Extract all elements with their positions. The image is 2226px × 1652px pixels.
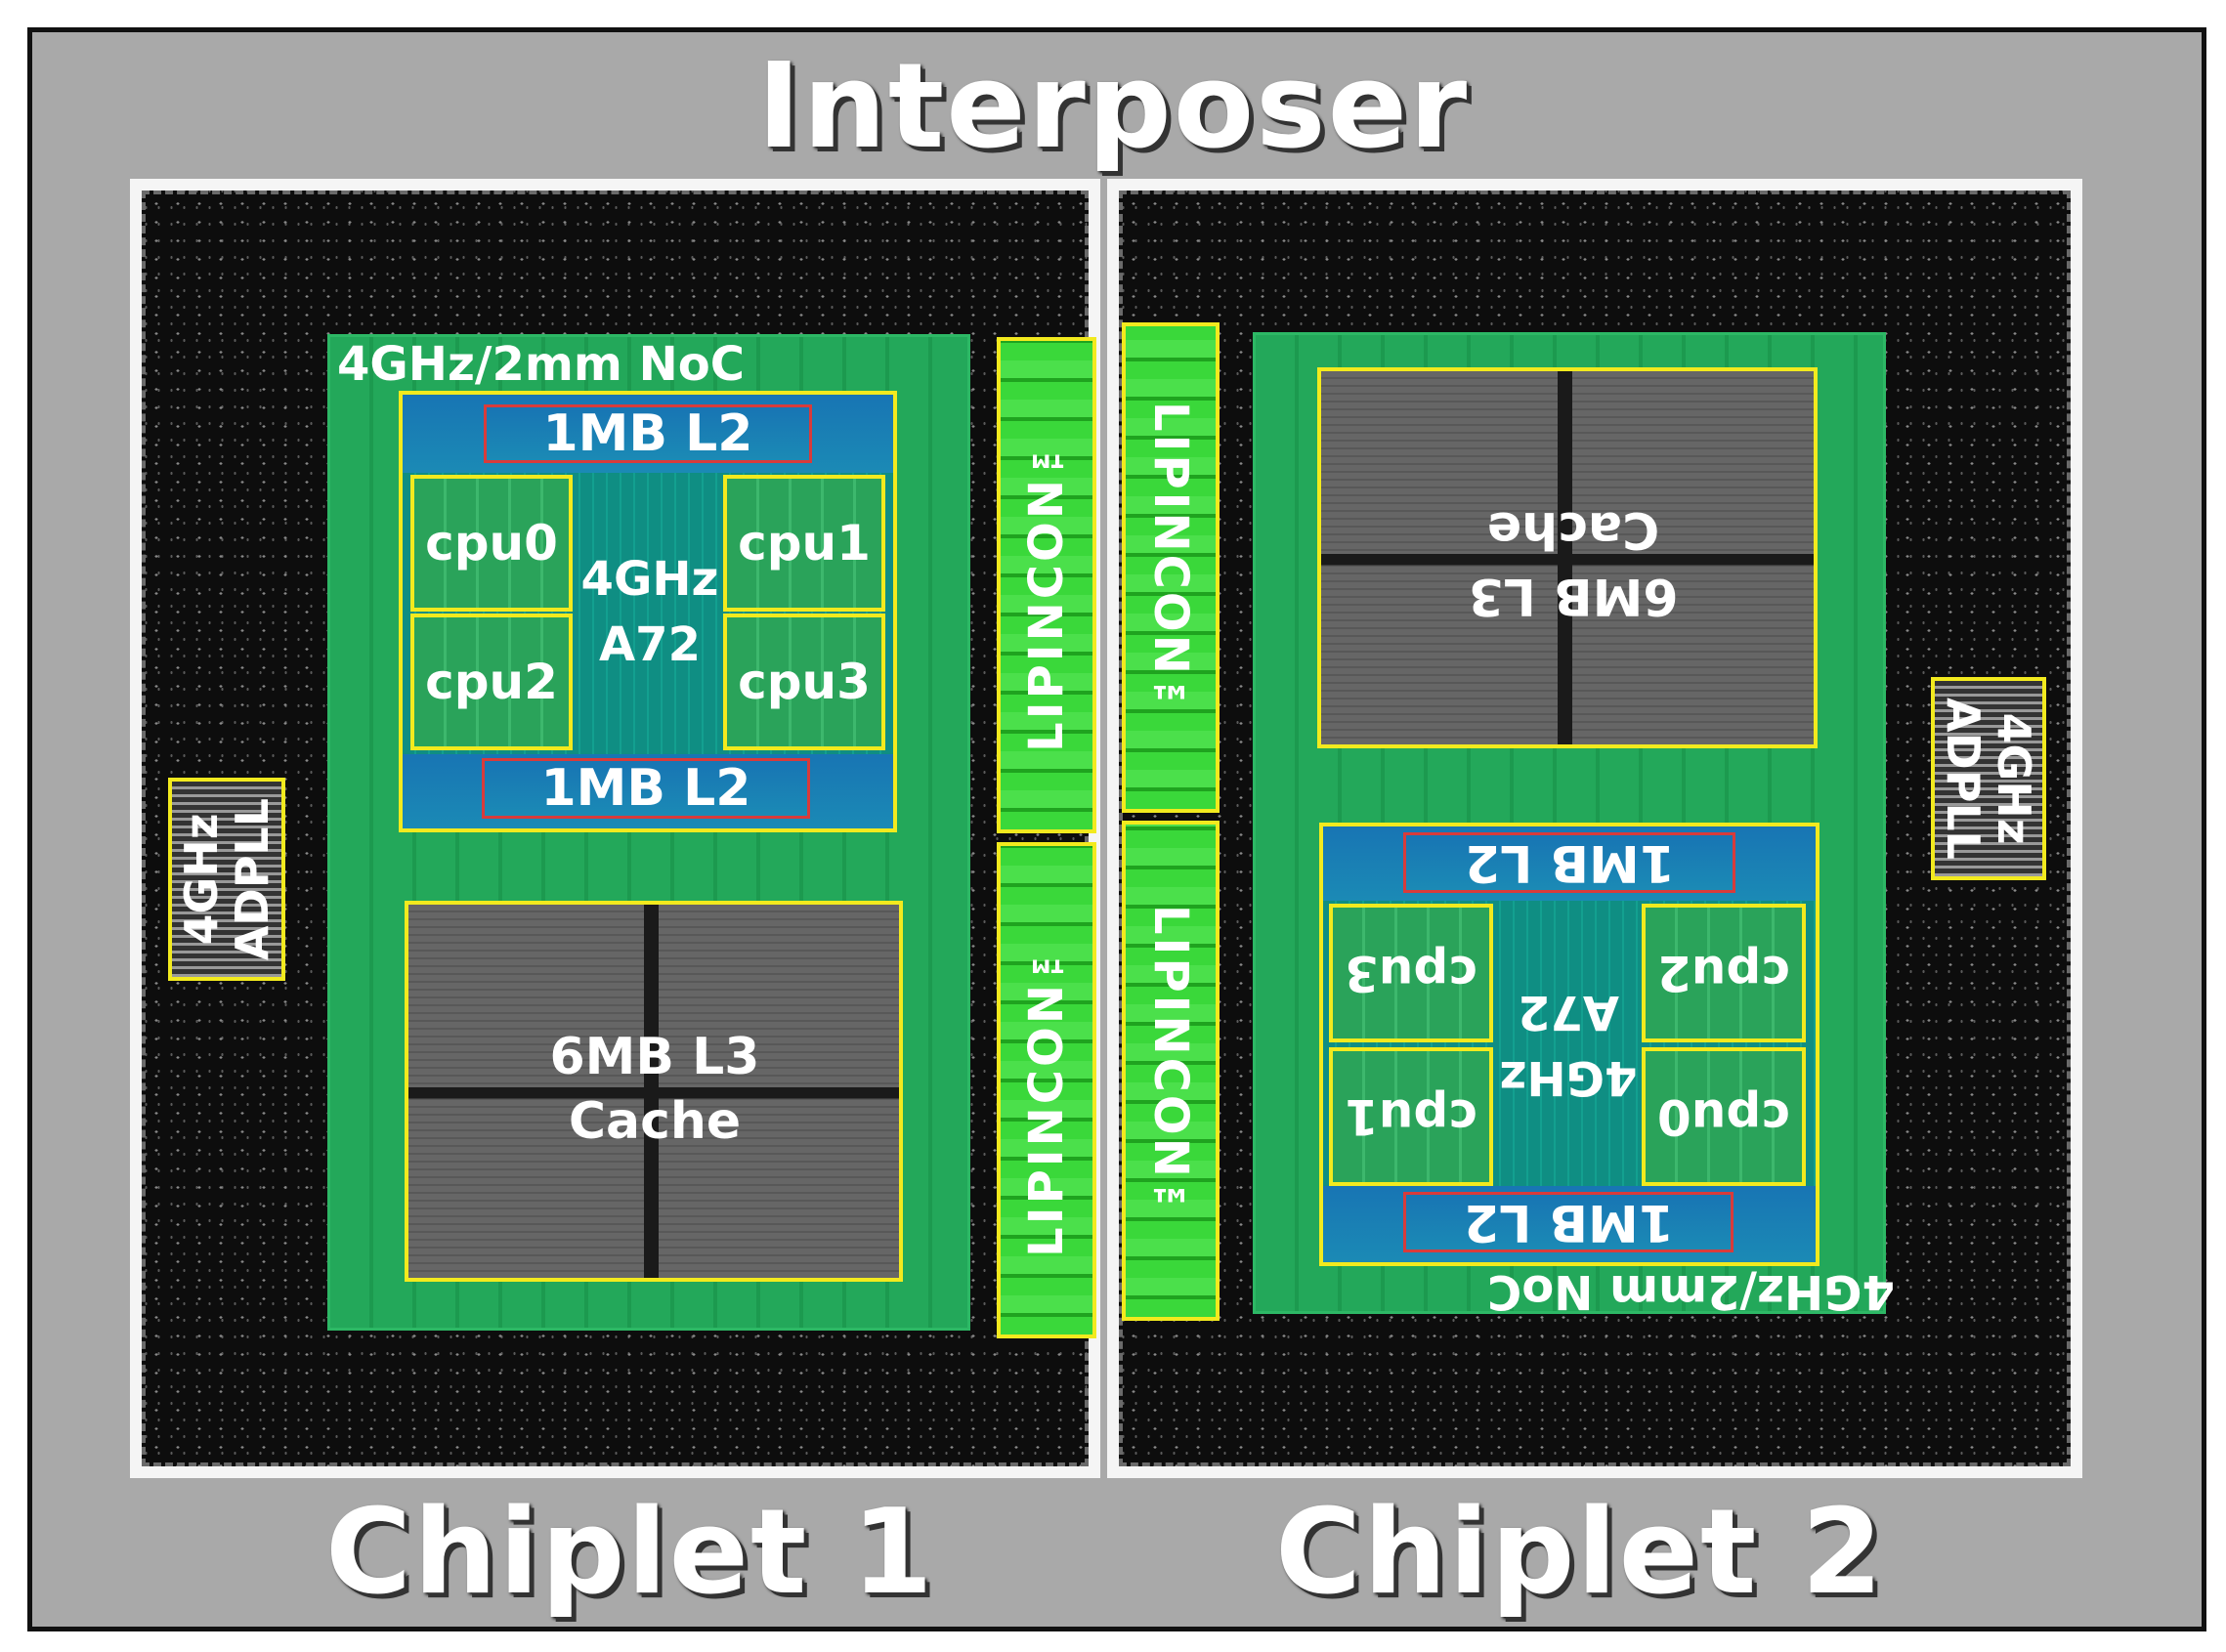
chiplet-1-l2-bottom: 1MB L2	[482, 758, 810, 819]
chiplet-2-l2-bottom-label: 1MB L2	[1463, 1193, 1674, 1251]
chiplet-2-adpll	[1931, 677, 2046, 880]
chiplet-2-l3-size: 6MB L3	[1468, 567, 1679, 625]
chiplet-1-l3-size: 6MB L3	[549, 1028, 760, 1086]
chiplet-1-cpu0: cpu0	[410, 475, 573, 612]
chiplet-1-lipincon-bottom-label: LIPINCON™	[1019, 923, 1074, 1257]
chiplet-1-l2-bottom-label: 1MB L2	[540, 759, 751, 818]
chiplet-1-l3-cache	[405, 901, 903, 1282]
chiplet-2-cpu3-label: cpu3	[1345, 945, 1477, 1001]
chiplet-1-adpll	[168, 778, 285, 981]
chiplet-2-adpll-label: ADPLL	[1937, 697, 1990, 861]
chiplet-1-adpll-freq: 4GHz	[175, 813, 228, 946]
chiplet-1-cpu3-label: cpu3	[738, 654, 871, 710]
chiplet-2-l3-label: Cache	[1486, 500, 1660, 559]
chiplet-2-lipincon-bottom	[1122, 821, 1220, 1321]
chiplet-2-cpu0: cpu0	[1642, 1047, 1806, 1186]
chiplet-2-adpll-text: 4GHz ADPLL	[1931, 677, 2046, 880]
chiplet-1-l2-top: 1MB L2	[484, 404, 812, 463]
chiplet-2-l2-bottom: 1MB L2	[1403, 1192, 1734, 1252]
chiplet-1-cluster-core-type: A72	[599, 617, 701, 672]
chiplet-1-cpu2: cpu2	[410, 614, 573, 750]
chiplet-2-noc-label: 4GHz/2mm NoC	[1487, 1264, 1895, 1319]
chiplet-2-label: Chiplet 2	[1275, 1485, 1885, 1621]
interposer-title: Interposer	[756, 39, 1470, 175]
chiplet-1-l2-top-label: 1MB L2	[542, 404, 753, 463]
chiplet-1-cpu1-label: cpu1	[738, 515, 871, 572]
chiplet-2-cpu0-label: cpu0	[1657, 1088, 1790, 1145]
chiplet-2-cpu2-label: cpu2	[1657, 945, 1790, 1001]
chiplet-2-cluster-core-type: A72	[1518, 985, 1619, 1039]
chiplet-2-lipincon-top	[1122, 322, 1220, 813]
chiplet-2-lipincon-top-label: LIPINCON™	[1143, 401, 1198, 735]
chiplet-2-cpu1-label: cpu1	[1345, 1088, 1477, 1145]
chiplet-2-cluster-freq: 4GHz	[1499, 1050, 1638, 1105]
chiplet-1-lipincon-top	[997, 337, 1096, 833]
chiplet-1-cpu1: cpu1	[723, 475, 885, 612]
chiplet-2-l2-top: 1MB L2	[1403, 832, 1735, 893]
chiplet-2-adpll-freq: 4GHz	[1988, 712, 2040, 845]
chiplet-1-cpu3: cpu3	[723, 614, 885, 750]
chiplet-1-cpu2-label: cpu2	[425, 654, 558, 710]
chiplet-2-l2-top-label: 1MB L2	[1464, 833, 1675, 892]
chiplet-1-adpll-text: 4GHz ADPLL	[168, 778, 285, 981]
chiplet-1-lipincon-top-text: LIPINCON™	[997, 337, 1096, 833]
chiplet-2-cpu3: cpu3	[1329, 904, 1493, 1042]
chiplet-2-lipincon-bottom-label: LIPINCON™	[1143, 904, 1198, 1238]
chiplet-1-lipincon-bottom-text: LIPINCON™	[997, 842, 1096, 1338]
chiplet-1-lipincon-top-label: LIPINCON™	[1019, 418, 1074, 752]
chiplet-2-cpu1: cpu1	[1329, 1047, 1493, 1186]
chiplet-1-noc-label: 4GHz/2mm NoC	[337, 337, 745, 392]
chiplet-1-cpu0-label: cpu0	[425, 515, 558, 572]
chiplet-1-label: Chiplet 1	[325, 1485, 935, 1621]
chiplet-1-lipincon-bottom	[997, 842, 1096, 1338]
chiplet-1-adpll-label: ADPLL	[226, 797, 278, 961]
chiplet-2-cpu2: cpu2	[1642, 904, 1806, 1042]
chiplet-2-lipincon-top-text: LIPINCON™	[1122, 322, 1220, 813]
chiplet-2-lipincon-bottom-text: LIPINCON™	[1122, 821, 1220, 1321]
chiplet-2-l3-cache	[1317, 367, 1818, 748]
chiplet-1-l3-label: Cache	[568, 1092, 742, 1151]
chiplet-1-cluster-freq: 4GHz	[580, 552, 719, 607]
